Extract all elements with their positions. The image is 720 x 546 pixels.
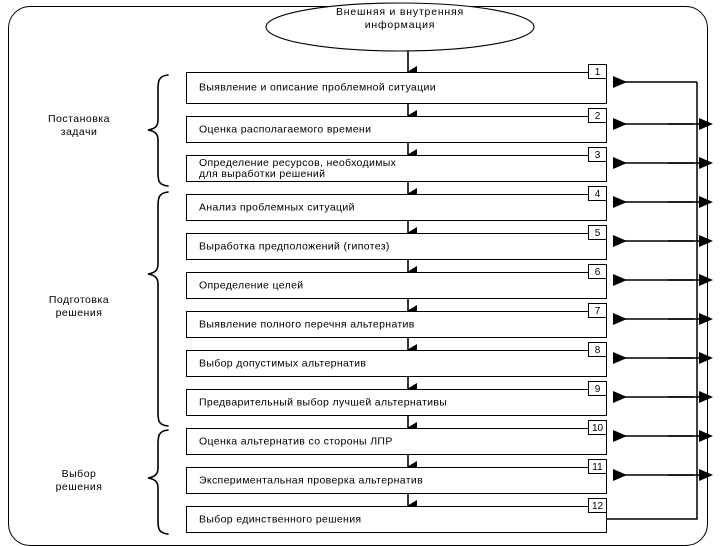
step-number-12: 12 xyxy=(588,498,607,513)
feedback-bus-arrowheads xyxy=(668,118,713,481)
step-label-1: Выявление и описание проблемной ситуации xyxy=(199,81,436,94)
step-label-7: Выявление полного перечня альтернатив xyxy=(199,318,415,330)
step-label-2: Оценка располагаемого времени xyxy=(199,123,372,135)
step-label-4: Анализ проблемных ситуаций xyxy=(199,201,355,213)
step-box-2[interactable]: Оценка располагаемого времени 2 xyxy=(186,108,607,143)
step-number-7: 7 xyxy=(588,303,607,318)
step-box-7[interactable]: Выявление полного перечня альтернатив 7 xyxy=(186,303,607,338)
step-number-8: 8 xyxy=(588,342,607,357)
step-box-3[interactable]: Определение ресурсов, необходимых для вы… xyxy=(186,147,607,182)
step-box-5[interactable]: Выработка предположений (гипотез) 5 xyxy=(186,225,607,260)
step-label-10: Оценка альтернатив со стороны ЛПР xyxy=(199,435,393,447)
step-label-8: Выбор допустимых альтернатив xyxy=(199,357,367,369)
step-number-6: 6 xyxy=(588,264,607,279)
step-number-2: 2 xyxy=(588,108,607,123)
brace-group-3 xyxy=(147,429,169,535)
step-box-10[interactable]: Оценка альтернатив со стороны ЛПР 10 xyxy=(186,420,607,455)
step-label-11: Экспериментальная проверка альтернатив xyxy=(199,474,423,486)
step-label-3: Определение ресурсов, необходимых для вы… xyxy=(199,156,397,180)
step-number-9: 9 xyxy=(588,381,607,396)
step-label-12: Выбор единственного решения xyxy=(199,513,362,525)
brace-group-2 xyxy=(147,191,169,427)
step-number-11: 11 xyxy=(588,459,607,474)
step-box-4[interactable]: Анализ проблемных ситуаций 4 xyxy=(186,186,607,221)
step-box-1[interactable]: Выявление и описание проблемной ситуации… xyxy=(186,64,607,104)
step-box-12[interactable]: Выбор единственного решения 12 xyxy=(186,498,607,533)
step-label-6: Определение целей xyxy=(199,279,304,291)
group-label-podgotovka-resheniya: Подготовка решения xyxy=(48,294,110,319)
group-braces xyxy=(147,74,169,535)
step-number-4: 4 xyxy=(588,186,607,201)
step-number-3: 3 xyxy=(588,147,607,162)
step-box-8[interactable]: Выбор допустимых альтернатив 8 xyxy=(186,342,607,377)
step-label-9: Предварительный выбор лучшей альтернатив… xyxy=(199,396,448,408)
brace-group-1 xyxy=(147,74,169,187)
step-box-9[interactable]: Предварительный выбор лучшей альтернатив… xyxy=(186,381,607,416)
feedback-loop-bus xyxy=(607,76,698,520)
group-label-postanovka-zadachi: Постановка задачи xyxy=(47,113,111,138)
step-box-11[interactable]: Экспериментальная проверка альтернатив 1… xyxy=(186,459,607,494)
step-number-5: 5 xyxy=(588,225,607,240)
step-box-6[interactable]: Определение целей 6 xyxy=(186,264,607,299)
step-number-10: 10 xyxy=(588,420,607,435)
information-source-label: Внешняя и внутренняя информация xyxy=(335,6,465,31)
group-label-vybor-resheniya: Выбор решения xyxy=(55,468,103,493)
information-source-ellipse xyxy=(265,2,535,52)
step-number-1: 1 xyxy=(588,64,607,79)
step-label-5: Выработка предположений (гипотез) xyxy=(199,240,390,252)
feedback-arrows xyxy=(613,118,694,481)
